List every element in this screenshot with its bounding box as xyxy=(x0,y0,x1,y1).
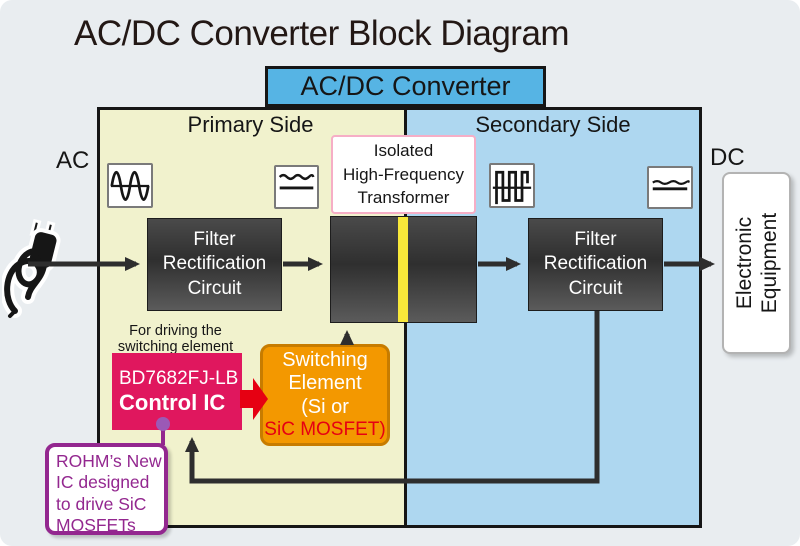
control-ic-part-number: BD7682FJ-LB xyxy=(119,367,239,389)
transformer-label: Isolated High-Frequency Transformer xyxy=(331,135,476,214)
block-label-line: Circuit xyxy=(187,277,242,299)
sine-wave-icon xyxy=(107,163,153,208)
secondary-filter-rectification-block: Filter Rectification Circuit xyxy=(528,218,663,311)
transformer-label-line: High-Frequency xyxy=(343,164,464,184)
isolation-barrier-stripe xyxy=(398,217,408,322)
callout-connector-dot xyxy=(156,417,170,431)
block-label-line: Rectification xyxy=(162,253,267,275)
control-ic-name: Control IC xyxy=(119,389,226,415)
control-ic-block: BD7682FJ-LB Control IC xyxy=(112,353,242,430)
transformer-label-line: Transformer xyxy=(357,188,450,208)
block-label-line: Circuit xyxy=(568,277,623,299)
acdc-converter-header-label: AC/DC Converter xyxy=(300,71,511,101)
ac-input-label: AC xyxy=(56,147,90,174)
rohm-callout-box: ROHM’s New IC designed to drive SiC MOSF… xyxy=(45,443,168,535)
dc-output-label: DC xyxy=(710,144,745,171)
driving-note: For driving the switching element xyxy=(117,323,234,355)
callout-connector-line xyxy=(161,428,165,445)
sic-mosfet-highlight: SiC MOSFET) xyxy=(264,418,386,440)
primary-side-label: Primary Side xyxy=(187,112,314,137)
power-plug-icon xyxy=(2,219,61,318)
electronic-equipment-label: Electronic Equipment xyxy=(732,212,781,314)
page-title: AC/DC Converter Block Diagram xyxy=(74,14,570,53)
block-label-line: Filter xyxy=(193,229,236,251)
electronic-equipment-box: Electronic Equipment xyxy=(722,172,791,354)
block-label-line: Filter xyxy=(574,229,617,251)
switching-element-block: Switching Element (Si or SiC MOSFET) xyxy=(260,344,390,446)
ripple-dc-icon xyxy=(274,165,319,209)
pulse-wave-icon xyxy=(489,163,535,208)
transformer-label-line: Isolated xyxy=(373,140,434,160)
secondary-side-label: Secondary Side xyxy=(475,112,631,137)
acdc-converter-header: AC/DC Converter xyxy=(265,66,546,107)
smooth-dc-icon xyxy=(647,166,693,209)
isolated-transformer-block xyxy=(330,216,477,323)
block-label-line: Rectification xyxy=(543,253,648,275)
primary-filter-rectification-block: Filter Rectification Circuit xyxy=(147,218,282,311)
